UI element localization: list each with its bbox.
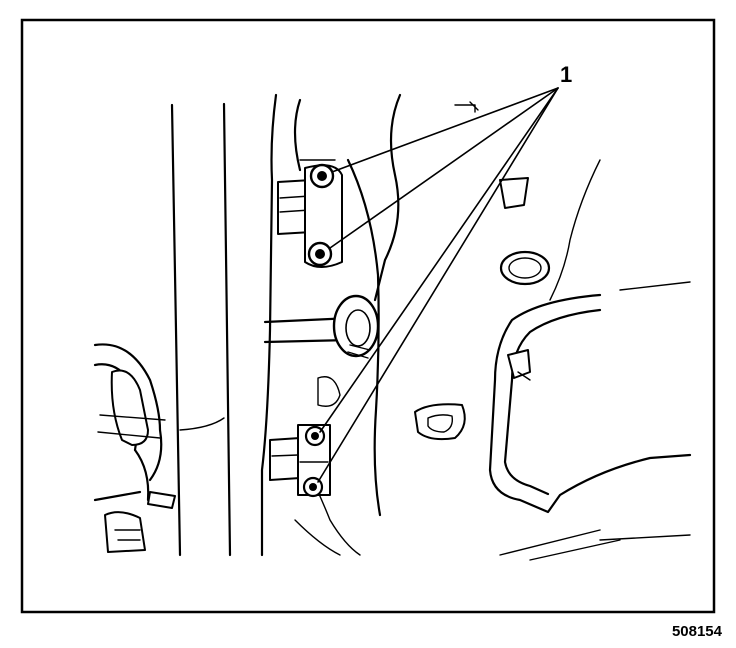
upper-hinge-bottom-bolt — [307, 241, 333, 267]
door-check-strap — [263, 294, 380, 359]
callout-number: 1 — [560, 62, 572, 87]
wiring-harness — [93, 343, 176, 553]
quarter-trim-panel — [488, 293, 692, 561]
door-edge — [260, 93, 402, 557]
callout-leaders — [317, 87, 559, 483]
body-side-panel — [317, 101, 691, 441]
figure-number: 508154 — [671, 623, 722, 640]
upper-hinge — [277, 164, 343, 268]
door-pillar — [170, 102, 232, 557]
upper-hinge-top-bolt — [309, 163, 335, 189]
